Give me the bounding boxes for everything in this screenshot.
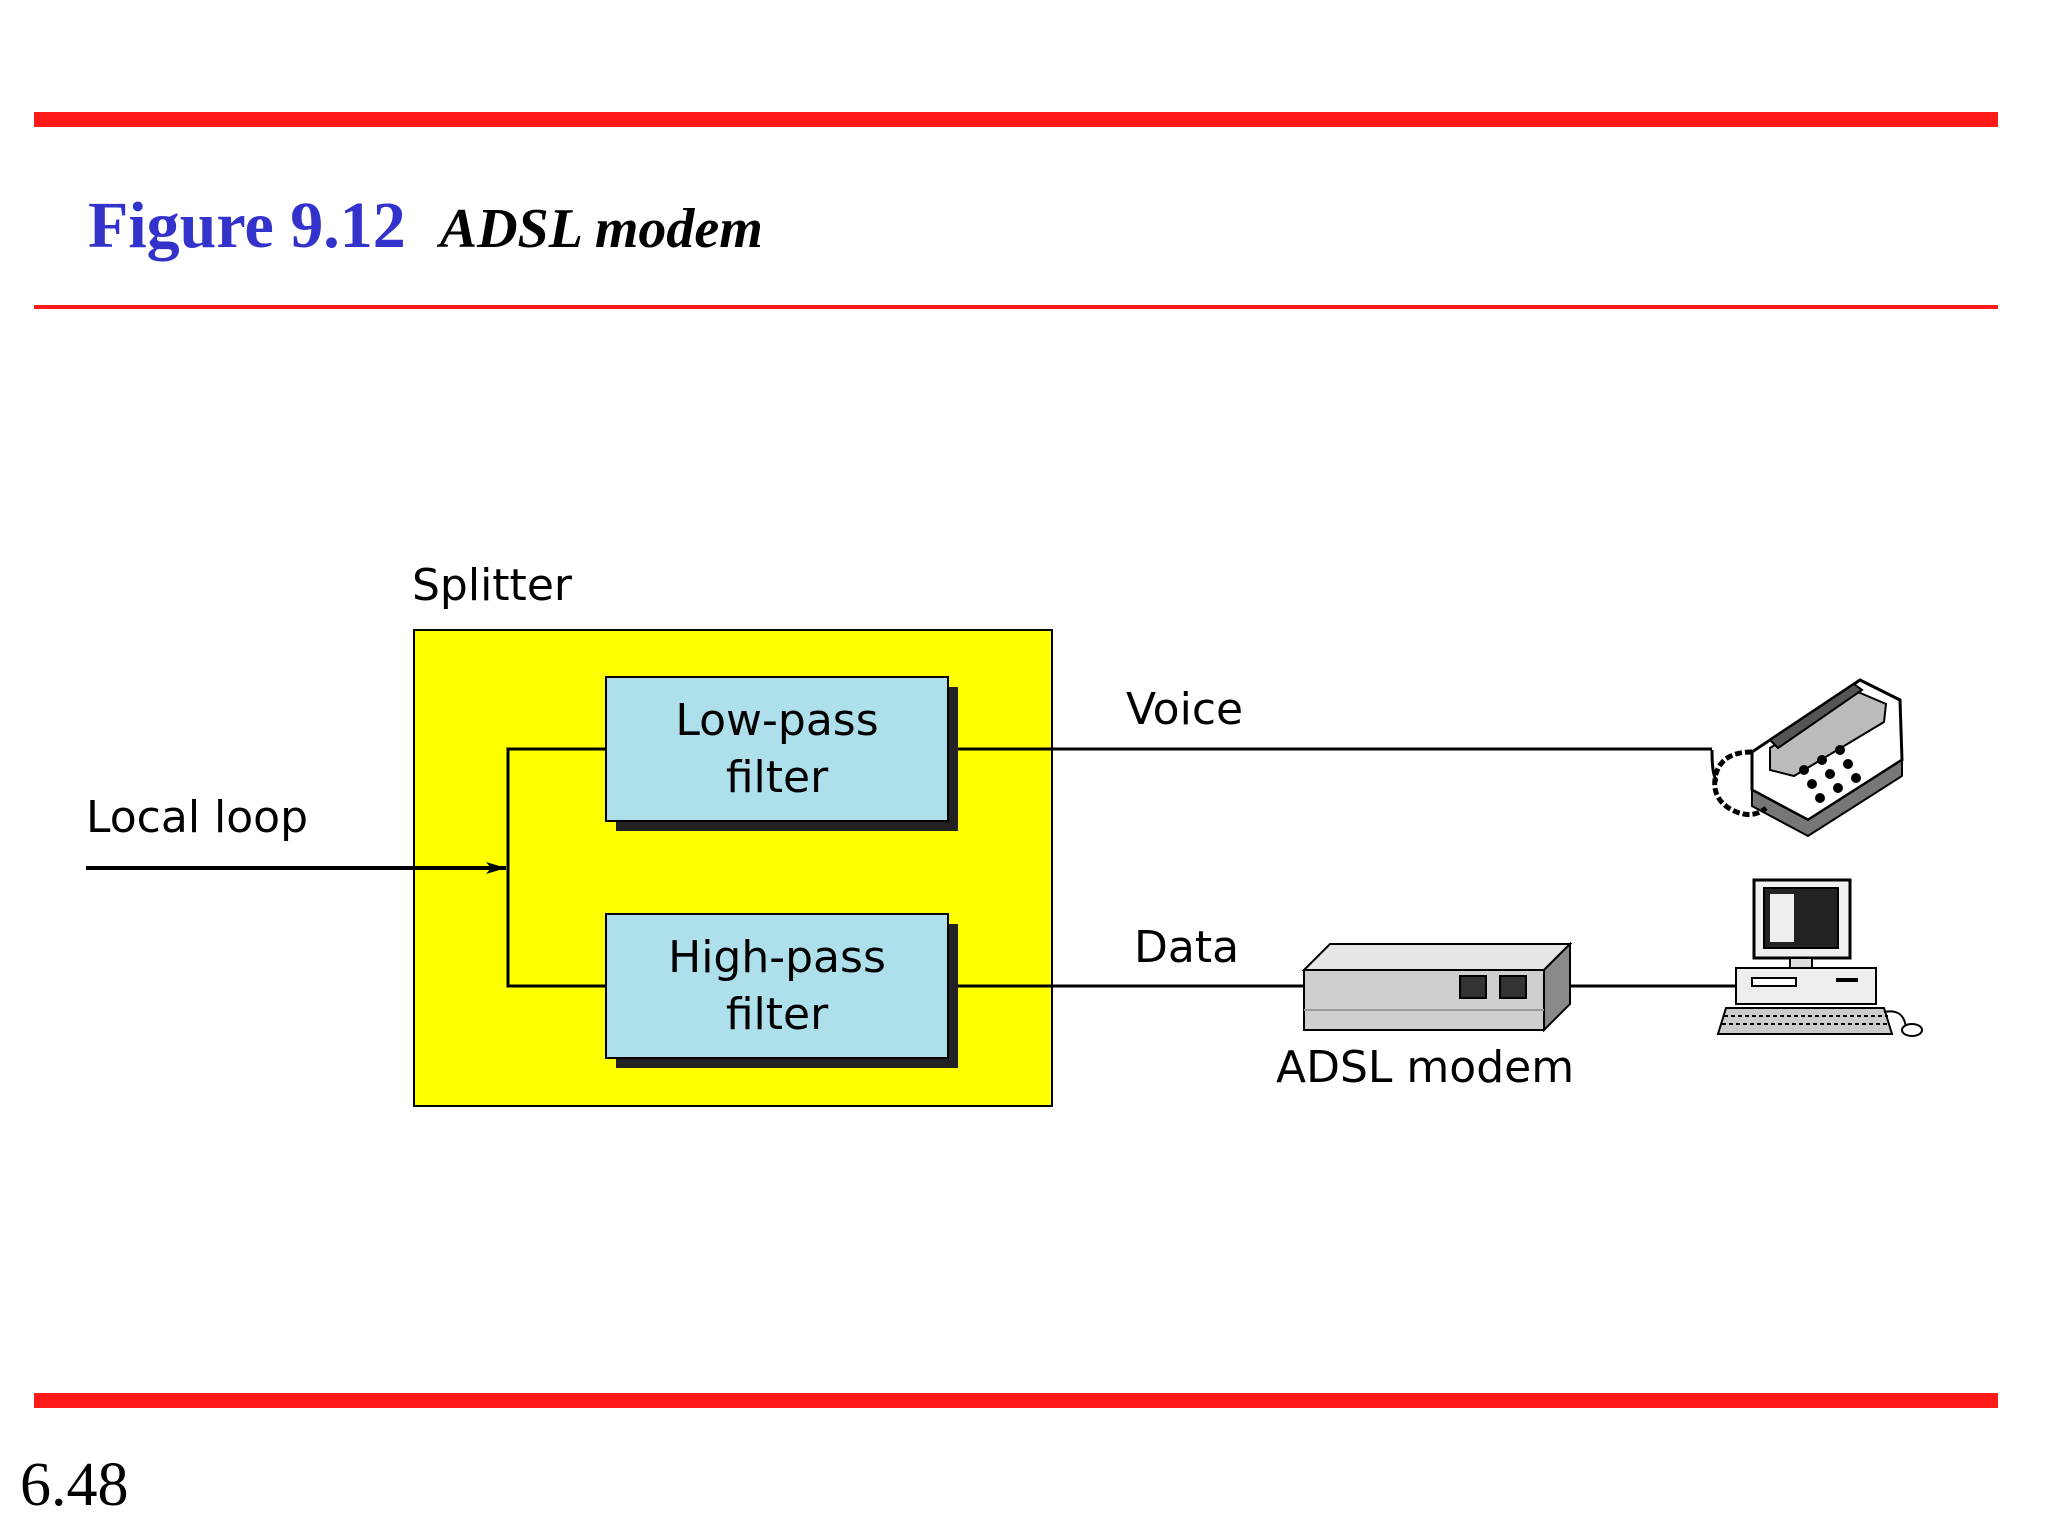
adsl-modem-label: ADSL modem bbox=[1276, 1042, 1574, 1093]
top-rule bbox=[34, 112, 1998, 127]
telephone-icon bbox=[1710, 678, 1904, 838]
low-pass-label-1: Low-pass bbox=[675, 695, 878, 746]
high-pass-label-2: filter bbox=[726, 989, 829, 1040]
figure-number: Figure 9.12 bbox=[88, 189, 406, 262]
bottom-rule bbox=[34, 1393, 1998, 1408]
adsl-modem-icon bbox=[1301, 941, 1573, 1033]
low-pass-label-2: filter bbox=[726, 752, 829, 803]
splitter-label: Splitter bbox=[412, 560, 573, 611]
data-label: Data bbox=[1134, 922, 1239, 973]
low-pass-filter: Low-pass filter bbox=[605, 676, 958, 831]
page-number: 6.48 bbox=[20, 1451, 129, 1519]
high-pass-label-1: High-pass bbox=[668, 932, 886, 983]
high-pass-filter: High-pass filter bbox=[605, 913, 958, 1068]
local-loop-label: Local loop bbox=[86, 792, 308, 843]
mid-rule bbox=[34, 305, 1998, 309]
figure-title: ADSL modem bbox=[439, 198, 763, 260]
computer-icon bbox=[1716, 878, 1923, 1037]
voice-label: Voice bbox=[1126, 684, 1243, 735]
figure-caption: Figure 9.12 ADSL modem bbox=[88, 188, 763, 264]
splitter-branch-wire bbox=[506, 747, 606, 988]
